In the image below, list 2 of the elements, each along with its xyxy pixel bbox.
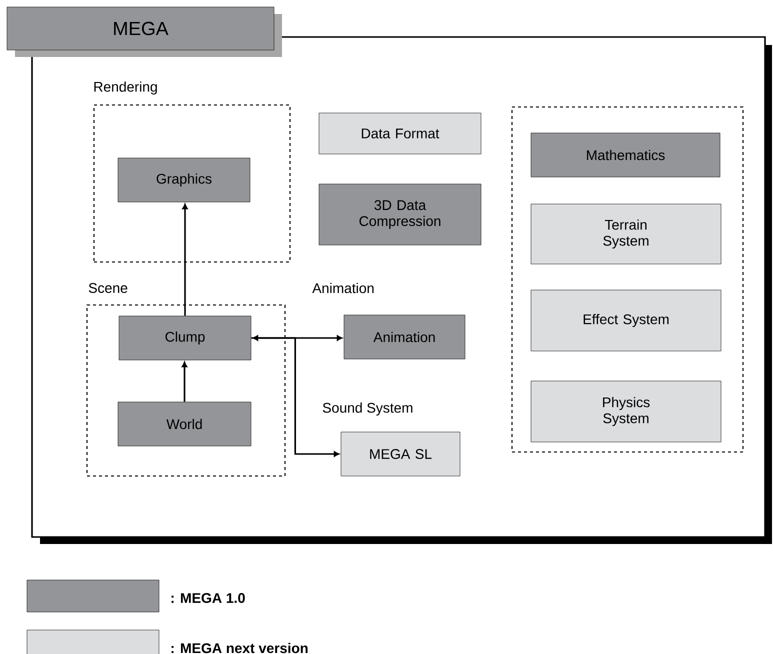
legend-label: : MEGA next version bbox=[172, 642, 308, 654]
legend-label: : MEGA 1.0 bbox=[172, 593, 245, 603]
